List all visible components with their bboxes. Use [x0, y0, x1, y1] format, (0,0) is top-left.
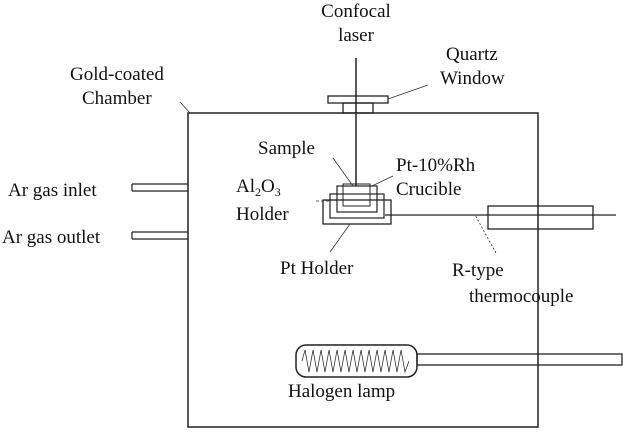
- leader-quartz: [387, 84, 429, 100]
- leader-pt-holder: [329, 223, 351, 253]
- crucible-shape: [336, 185, 378, 213]
- label-crucible-name: Pt-10%Rh: [396, 155, 476, 176]
- label-ar-outlet: Ar gas outlet: [2, 227, 101, 248]
- label-crucible: Crucible: [396, 179, 461, 200]
- label-al2o3: Al2O3: [236, 176, 281, 199]
- label-pt-holder: Pt Holder: [280, 258, 354, 279]
- leader-rtype: [474, 214, 497, 254]
- leader-sample: [332, 157, 354, 187]
- leader-crucible: [371, 175, 394, 187]
- label-rtype: R-type: [452, 260, 504, 281]
- label-halogen-lamp: Halogen lamp: [288, 381, 395, 402]
- label-sample: Sample: [258, 138, 315, 159]
- label-chamber: Chamber: [82, 88, 152, 109]
- label-confocal: Confocal: [321, 1, 391, 22]
- al2o3-holder-shape: [329, 193, 385, 219]
- halogen-lamp-icon: [295, 344, 623, 378]
- label-thermocouple: thermocouple: [469, 286, 573, 307]
- quartz-window-flange: [327, 95, 389, 104]
- label-holder: Holder: [236, 204, 289, 225]
- label-gold-coated: Gold-coated: [70, 64, 164, 85]
- pt-holder-shape: [322, 199, 392, 225]
- sample-shape: [342, 183, 371, 207]
- thermocouple-sheath: [487, 205, 594, 230]
- label-quartz: Quartz: [446, 44, 498, 65]
- label-laser: laser: [338, 25, 375, 46]
- label-ar-inlet: Ar gas inlet: [8, 180, 97, 201]
- label-window: Window: [440, 68, 505, 89]
- leader-gold: [179, 101, 191, 114]
- quartz-window-neck: [342, 102, 374, 114]
